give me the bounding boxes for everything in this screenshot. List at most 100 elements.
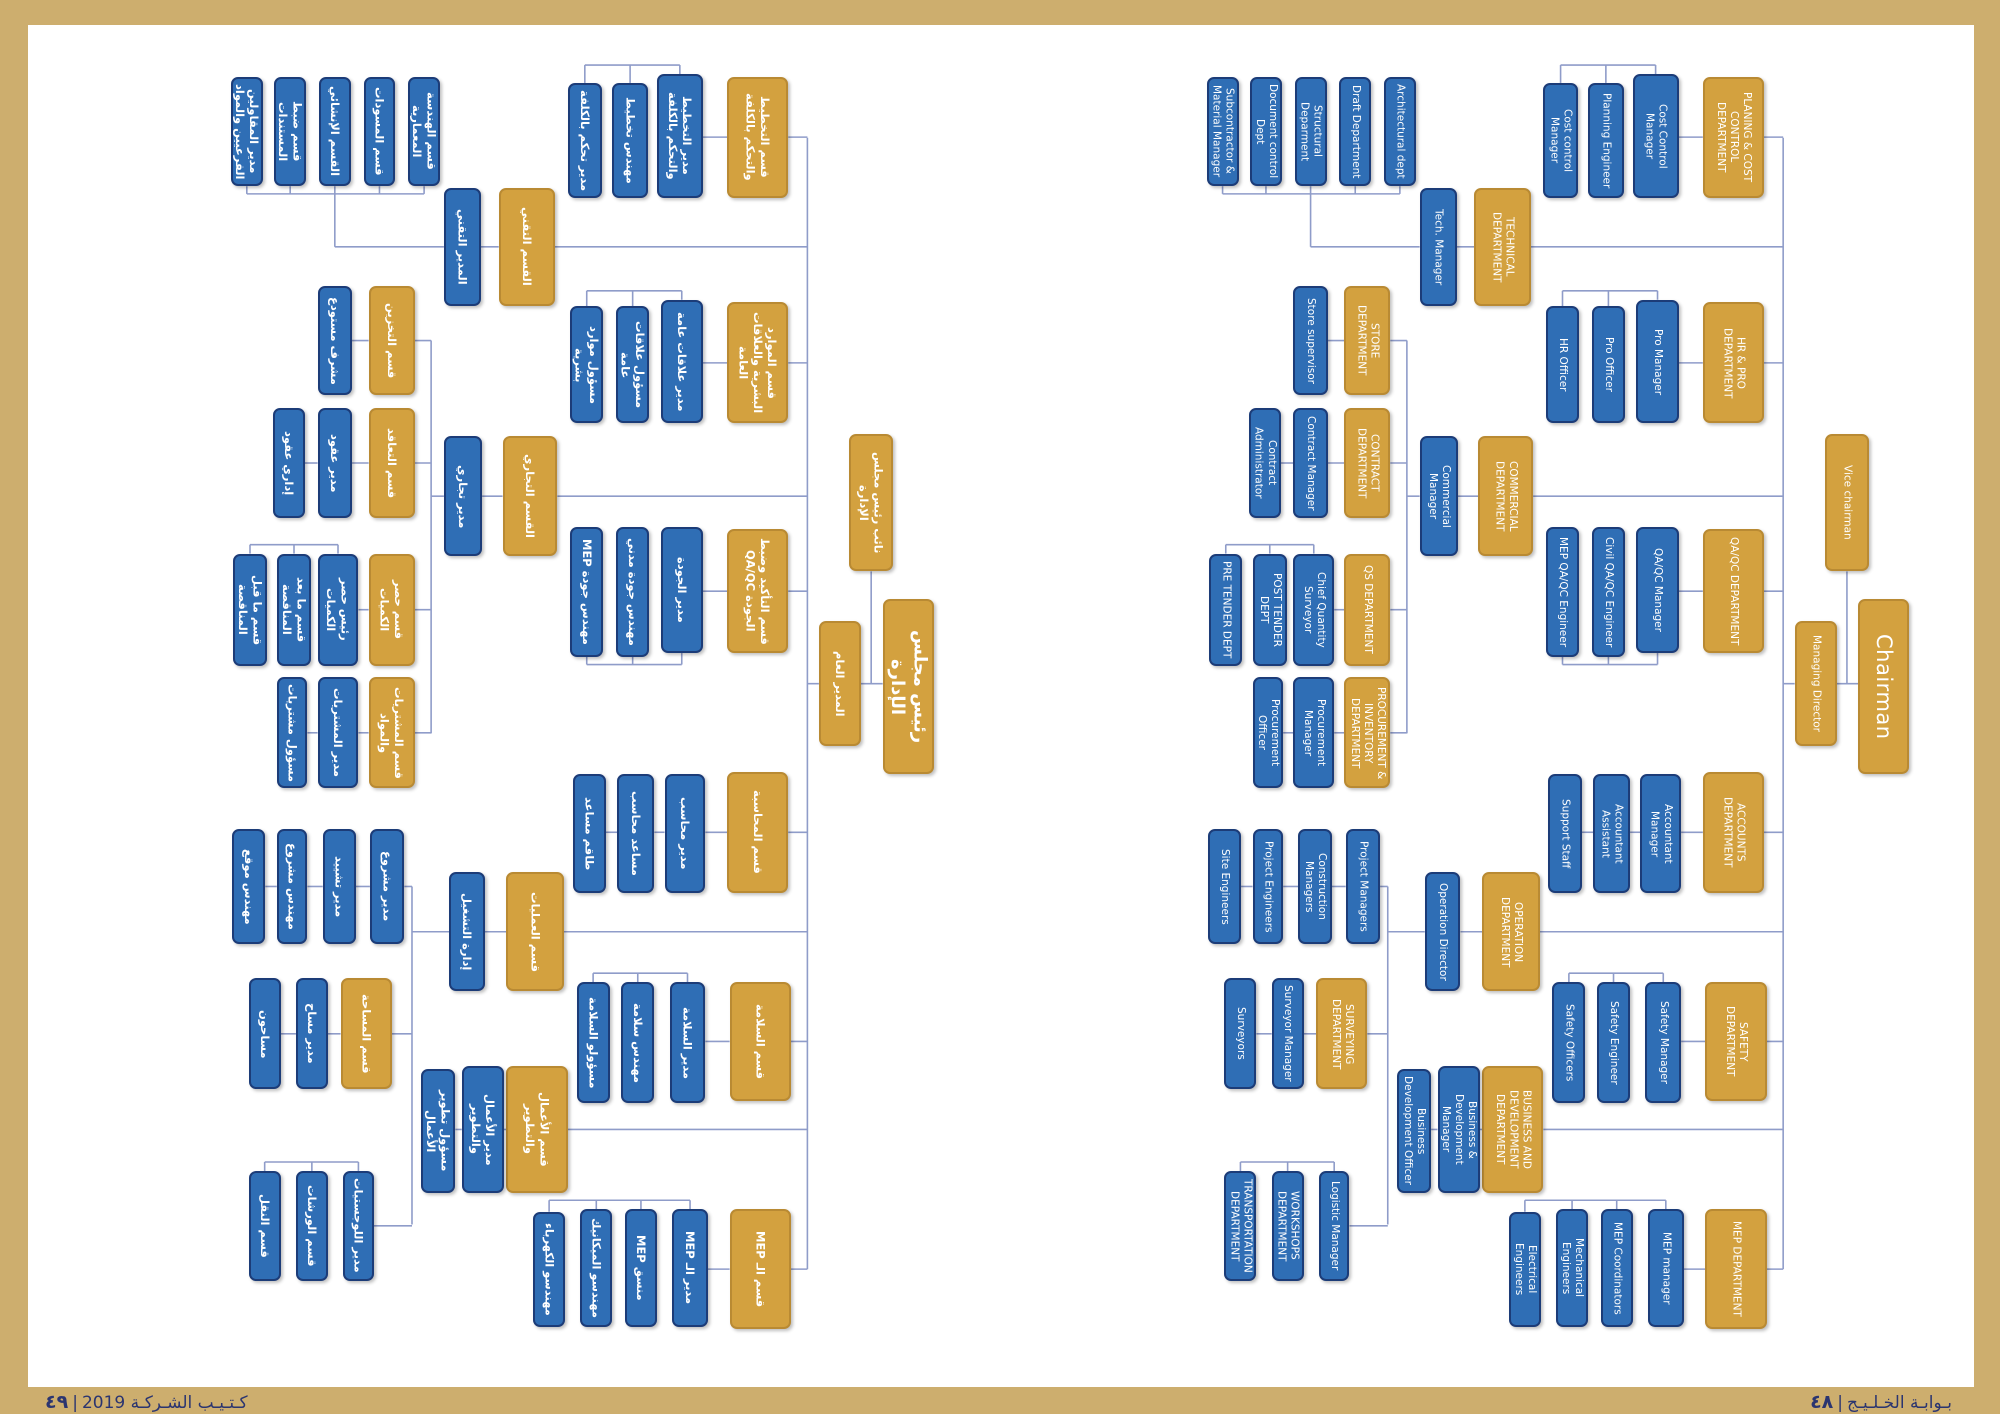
dept-box-managing-director: Managing Director — [1794, 621, 1837, 747]
position-box-safety-engineer: Safety Engineer — [1596, 982, 1631, 1104]
box-label: مهندس جودة MEP — [579, 538, 594, 645]
position-box-subcontractor-material-manager: مدير المقاولين الفرعيين والمواد — [230, 76, 263, 187]
box-label: CONTRACT DEPARTMENT — [1355, 427, 1381, 499]
box-label: Planning Engineer — [1600, 92, 1613, 188]
box-label: PRE TENDER DEPT — [1220, 561, 1233, 659]
position-box-mep-coordinators: منسق MEP — [625, 1209, 657, 1327]
position-box-document-control-dept: Document control Dept — [1250, 76, 1282, 187]
box-label: Operation Director — [1437, 882, 1450, 981]
dept-box-qs-dept: QS DEPARTMENT — [1344, 553, 1391, 666]
position-box-project-engineers: Project Engineers — [1252, 829, 1284, 944]
box-label: قسم النقل — [257, 1193, 272, 1258]
box-label: Civil QA/QC Engineer — [1602, 536, 1615, 647]
position-box-pro-officer: Pro Officer — [1591, 306, 1625, 424]
box-label: مدير تشييد — [332, 855, 347, 918]
box-label: Document control Dept — [1253, 84, 1280, 179]
position-box-procurement-officer: Procurement Officer — [1252, 677, 1284, 789]
position-box-hr-officer: مسؤول موارد بشرية — [570, 306, 604, 424]
dept-box-business-development-dept: قسم الأعمال والتطوير — [506, 1066, 568, 1193]
dept-box-qa-qc-dept: QA/QC DEPARTMENT — [1702, 529, 1765, 654]
position-box-accountant-manager: مدير محاسب — [664, 774, 706, 893]
box-label: قسم السلامة — [753, 1003, 768, 1079]
position-box-pro-manager: Pro Manager — [1636, 299, 1679, 424]
box-label: Accountant Manager — [1648, 803, 1674, 864]
box-label: Electrical Engineers — [1512, 1243, 1538, 1296]
position-box-project-managers: Project Managers — [1345, 829, 1381, 944]
box-label: QS DEPARTMENT — [1361, 565, 1374, 655]
position-box-chief-quantity-surveyor: Chief Quantity Surveyor — [1293, 553, 1335, 666]
position-box-transportation-dept: قسم النقل — [248, 1170, 281, 1281]
box-label: Architectural dept — [1394, 84, 1407, 179]
box-label: طاقم مساعد — [582, 796, 597, 871]
position-box-post-tender-dept: POST TENDER DEPT — [1252, 553, 1287, 666]
box-label: قسم حصر الكميات — [377, 580, 406, 640]
box-label: مساحون — [257, 1009, 272, 1059]
position-box-accountant-assistant: مساعد محاسب — [617, 774, 655, 893]
position-box-tech-manager: المدير التقني — [443, 187, 481, 307]
box-label: مدير مشروع — [380, 851, 395, 922]
position-box-construction-managers: مدير تشييد — [322, 829, 356, 944]
box-label: قسم التعاقد — [384, 427, 399, 499]
position-box-surveyor-manager: مدير مساح — [295, 978, 328, 1090]
box-label: مسؤولو السلامة — [586, 996, 601, 1089]
dept-box-mep-dept: MEP DEPARTMENT — [1705, 1209, 1767, 1330]
box-label: MEP DEPARTMENT — [1730, 1221, 1743, 1318]
box-label: نائب رئيس مجلس الإدارة — [857, 451, 886, 554]
dept-box-accounts-dept: ACCOUNTS DEPARTMENT — [1702, 771, 1765, 893]
box-label: قسم التخطيط والتحكم بالكلفة — [743, 93, 773, 181]
box-label: مهندسو الميكانيك — [589, 1217, 604, 1318]
box-label: Commercial Manager — [1426, 464, 1452, 528]
position-box-contract-administrator: إداري عقود — [272, 408, 305, 518]
position-box-commercial-manager: Commercial Manager — [1419, 436, 1458, 557]
box-label: TECHNICAL DEPARTMENT — [1490, 211, 1516, 283]
box-label: STORE DEPARTMENT — [1355, 305, 1381, 376]
box-label: مهندسو الكهرباء — [542, 1222, 557, 1316]
box-label: HR & PRO DEPARTMENT — [1721, 327, 1747, 399]
position-box-operation-director: إدارة التشغيل — [448, 872, 485, 992]
box-label: قسم العمليات — [528, 891, 543, 972]
position-box-operation-director: Operation Director — [1424, 872, 1461, 992]
box-label: القسم التجاري — [523, 454, 538, 539]
box-label: قسم المساحة — [359, 994, 374, 1074]
position-box-accountant-assistant: Accountant Assistant — [1593, 774, 1631, 893]
box-label: مسؤول تطوير الأعمال — [424, 1090, 453, 1172]
dept-box-business-development-dept: BUSINESS AND DEVELOPMENT DEPARTMENT — [1482, 1066, 1544, 1193]
box-label: إداري عقود — [282, 430, 297, 496]
box-label: Chairman — [1872, 634, 1897, 740]
box-label: PROCUREMENT & INVENTORY DEPARTMENT — [1348, 686, 1388, 779]
position-box-mechanical-engineers: مهندسو الميكانيك — [580, 1209, 613, 1327]
dept-box-mep-dept: قسم الـ MEP — [729, 1209, 791, 1330]
footer-title-left: كـتـيـب الشـركـة — [130, 1393, 248, 1413]
box-label: قسم الأعمال والتطوير — [522, 1092, 552, 1167]
box-label: Contract Manager — [1305, 415, 1318, 511]
position-box-commercial-manager: مدير تجاري — [443, 436, 483, 557]
box-label: ACCOUNTS DEPARTMENT — [1721, 797, 1747, 868]
position-box-business-development-manager: مدير الأعمال والتطوير — [461, 1066, 504, 1193]
position-box-pro-manager: مدير علاقات عامة — [660, 299, 703, 424]
position-box-project-managers: مدير مشروع — [369, 829, 405, 944]
box-label: قسم التخزين — [384, 302, 399, 379]
position-box-workshops-dept: قسم الورشات — [295, 1170, 328, 1281]
position-box-document-control-dept: قسم ضبط المستندات — [274, 76, 307, 187]
position-box-contract-manager: مدير عقود — [317, 408, 353, 518]
footer-separator: | — [72, 1393, 78, 1413]
position-box-store-supervisor: مشرف مستودع — [317, 285, 353, 396]
position-box-cost-control-manager: Cost Control Manager — [1632, 73, 1679, 198]
box-label: MEP manager — [1660, 1231, 1673, 1305]
box-label: QA/QC DEPARTMENT — [1727, 536, 1740, 646]
box-label: المدير العام — [833, 650, 848, 717]
dept-box-planning-cost-control-dept: قسم التخطيط والتحكم بالكلفة — [727, 76, 789, 198]
position-box-site-engineers: مهندس موقع — [232, 829, 266, 944]
box-label: COMMERCIAL DEPARTMENT — [1493, 460, 1519, 532]
position-box-logistic-manager: مدير اللوجستيات — [343, 1170, 374, 1281]
position-box-surveyor-manager: Surveyor Manager — [1271, 978, 1304, 1090]
box-label: القسم الإنشائي — [328, 86, 342, 177]
position-box-civil-qa-qc-engineer: مهندس جودة مدني — [616, 526, 650, 657]
box-label: قسم الورشات — [305, 1184, 320, 1267]
position-box-mep-manager: مدير الـ MEP — [672, 1209, 708, 1327]
position-box-business-development-officer: مسؤول تطوير الأعمال — [420, 1068, 456, 1193]
position-box-draft-dept: قسم المسودات — [363, 76, 396, 187]
dept-box-qs-dept: قسم حصر الكميات — [368, 553, 415, 666]
position-box-pre-tender-dept: PRE TENDER DEPT — [1209, 553, 1243, 666]
position-box-procurement-manager: Procurement Manager — [1293, 677, 1335, 789]
